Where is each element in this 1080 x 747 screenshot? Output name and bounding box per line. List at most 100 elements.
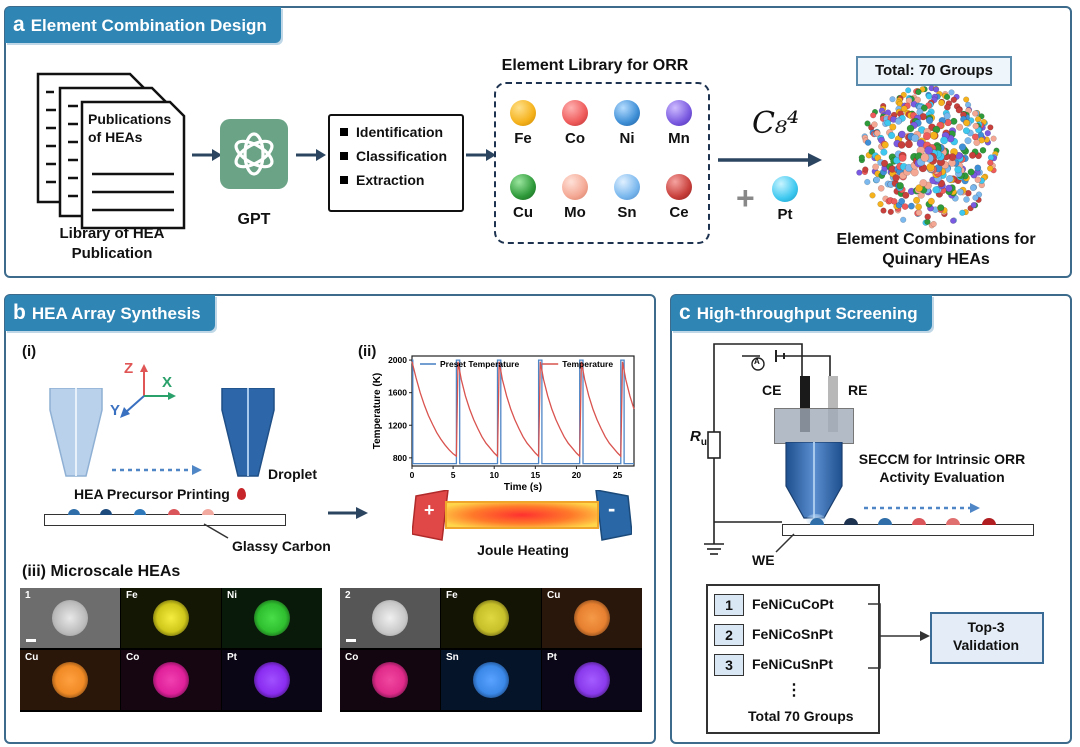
publication-stack-icon bbox=[36, 72, 186, 230]
ball-mn bbox=[666, 100, 692, 126]
sub-iii-label: (iii) Microscale HEAs bbox=[22, 563, 181, 580]
cluster-ball bbox=[987, 159, 994, 166]
cluster-ball bbox=[922, 132, 931, 141]
cluster-ball bbox=[900, 105, 908, 113]
map-label: 1 bbox=[25, 590, 31, 601]
printer-nozzle-active bbox=[221, 388, 275, 477]
cluster-ball bbox=[955, 106, 963, 114]
y-tick-label: 1200 bbox=[388, 420, 407, 430]
cluster-ball bbox=[877, 184, 885, 192]
printer-nozzle-faded bbox=[49, 388, 103, 477]
cluster-ball bbox=[979, 146, 987, 154]
cluster-ball bbox=[973, 139, 981, 147]
cluster-ball bbox=[970, 201, 977, 209]
cluster-ball bbox=[959, 209, 966, 216]
cluster-ball bbox=[915, 203, 923, 211]
substrate-dot-3 bbox=[878, 518, 892, 525]
panel-a-title-text: Element Combination Design bbox=[30, 16, 267, 35]
cluster-ball bbox=[990, 135, 997, 142]
ball-pt bbox=[772, 176, 798, 202]
panel-b-letter: b bbox=[13, 301, 26, 324]
joule-minus: - bbox=[608, 496, 616, 521]
cluster-ball bbox=[950, 96, 957, 103]
cluster-ball bbox=[967, 168, 975, 176]
rank-item-name: FeNiCoSnPt bbox=[752, 626, 833, 642]
y-axis-label: Temperature (K) bbox=[372, 373, 383, 450]
we-label: WE bbox=[752, 552, 775, 568]
cluster-ball bbox=[974, 176, 982, 184]
cluster-ball bbox=[972, 122, 980, 130]
gpt-label: GPT bbox=[237, 211, 271, 228]
label-sn: Sn bbox=[617, 204, 637, 221]
ball-ce bbox=[666, 174, 692, 200]
cluster-ball bbox=[930, 220, 937, 228]
cluster-ball bbox=[925, 93, 933, 100]
cluster-ball bbox=[954, 165, 962, 174]
cluster-ball bbox=[869, 192, 876, 199]
label-ce: Ce bbox=[669, 204, 689, 221]
pipette-reservoir bbox=[774, 408, 854, 444]
arrow-to-joule bbox=[328, 507, 368, 519]
cluster-ball bbox=[972, 110, 979, 117]
cluster-ball bbox=[887, 208, 894, 216]
map-particle bbox=[254, 662, 290, 698]
cluster-ball bbox=[901, 203, 909, 210]
cluster-ball bbox=[880, 207, 887, 214]
cluster-ball bbox=[974, 164, 982, 172]
cluster-ball bbox=[872, 163, 880, 171]
cluster-ball bbox=[856, 169, 863, 176]
ce-label: CE bbox=[762, 382, 782, 398]
printing-direction-arrow bbox=[112, 465, 202, 475]
cluster-ball bbox=[862, 166, 869, 173]
label-cu: Cu bbox=[513, 204, 533, 221]
scan-direction-arrow bbox=[864, 503, 980, 513]
cluster-ball bbox=[881, 159, 889, 167]
substrate-dot-5 bbox=[202, 509, 214, 515]
map-tile: Pt bbox=[542, 650, 642, 710]
cluster-ball bbox=[894, 117, 903, 125]
cluster-ball bbox=[910, 168, 919, 177]
cluster-ball bbox=[925, 116, 934, 125]
y-tick-label: 1600 bbox=[388, 388, 407, 398]
panel-b-title: b HEA Array Synthesis bbox=[5, 295, 215, 331]
label-mo: Mo bbox=[564, 204, 586, 221]
cluster-ball bbox=[892, 174, 900, 182]
panel-b-title-text: HEA Array Synthesis bbox=[31, 304, 201, 323]
cluster-ball bbox=[940, 136, 949, 145]
cluster-ball bbox=[932, 186, 940, 194]
scale-bar bbox=[346, 639, 356, 642]
ball-ni bbox=[614, 100, 640, 126]
cluster-ball bbox=[915, 184, 924, 192]
cluster-ball bbox=[889, 96, 896, 103]
rank-badge: 2 bbox=[714, 624, 744, 646]
arrow-to-gpt bbox=[192, 149, 222, 161]
hea-combination-sphere bbox=[856, 85, 1000, 229]
cluster-ball bbox=[870, 112, 877, 119]
map-particle bbox=[372, 600, 408, 636]
map-particle bbox=[52, 600, 88, 636]
map-label: Fe bbox=[126, 590, 138, 601]
map-tile: Pt bbox=[222, 650, 322, 710]
cluster-ball bbox=[958, 143, 967, 151]
cluster-ball bbox=[873, 129, 881, 137]
panel-a-title: a Element Combination Design bbox=[5, 7, 281, 43]
substrate-dot-4 bbox=[912, 518, 926, 525]
total-groups-box: Total: 70 Groups bbox=[856, 56, 1012, 86]
series-line-1 bbox=[411, 361, 635, 458]
cluster-ball bbox=[972, 194, 979, 201]
cluster-ball bbox=[881, 141, 889, 149]
cluster-ball bbox=[956, 123, 964, 131]
cluster-ball bbox=[920, 153, 930, 162]
cluster-ball bbox=[911, 134, 920, 143]
map-label: Pt bbox=[547, 652, 557, 663]
cluster-ball bbox=[927, 197, 935, 205]
map-particle bbox=[473, 600, 509, 636]
cluster-ball bbox=[948, 89, 955, 96]
map-label: 2 bbox=[345, 590, 351, 601]
cluster-ball bbox=[868, 148, 876, 155]
panel-a-letter: a bbox=[13, 13, 25, 36]
rank-badge: 1 bbox=[714, 594, 744, 616]
